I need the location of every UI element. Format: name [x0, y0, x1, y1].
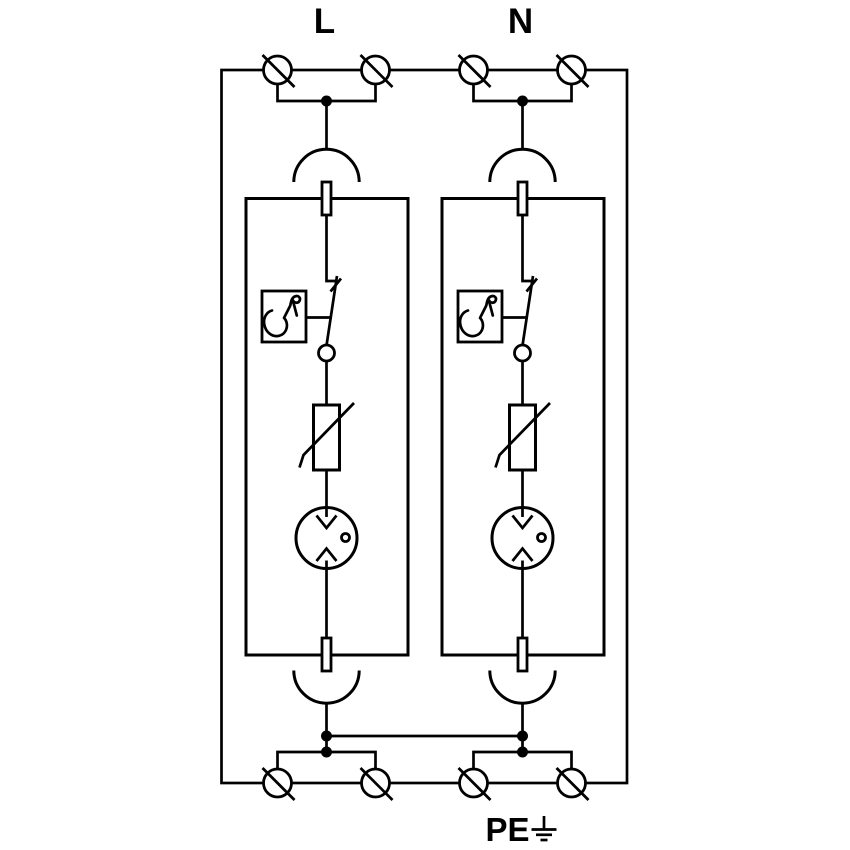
device-enclosure: [220, 68, 629, 785]
pe-label: PE: [485, 811, 529, 848]
protection-branch-line: [244, 53, 410, 802]
line-label: L: [314, 2, 335, 41]
earth-icon: [531, 816, 557, 842]
protection-branch-neutral: [440, 53, 606, 802]
neutral-label: N: [508, 2, 533, 41]
